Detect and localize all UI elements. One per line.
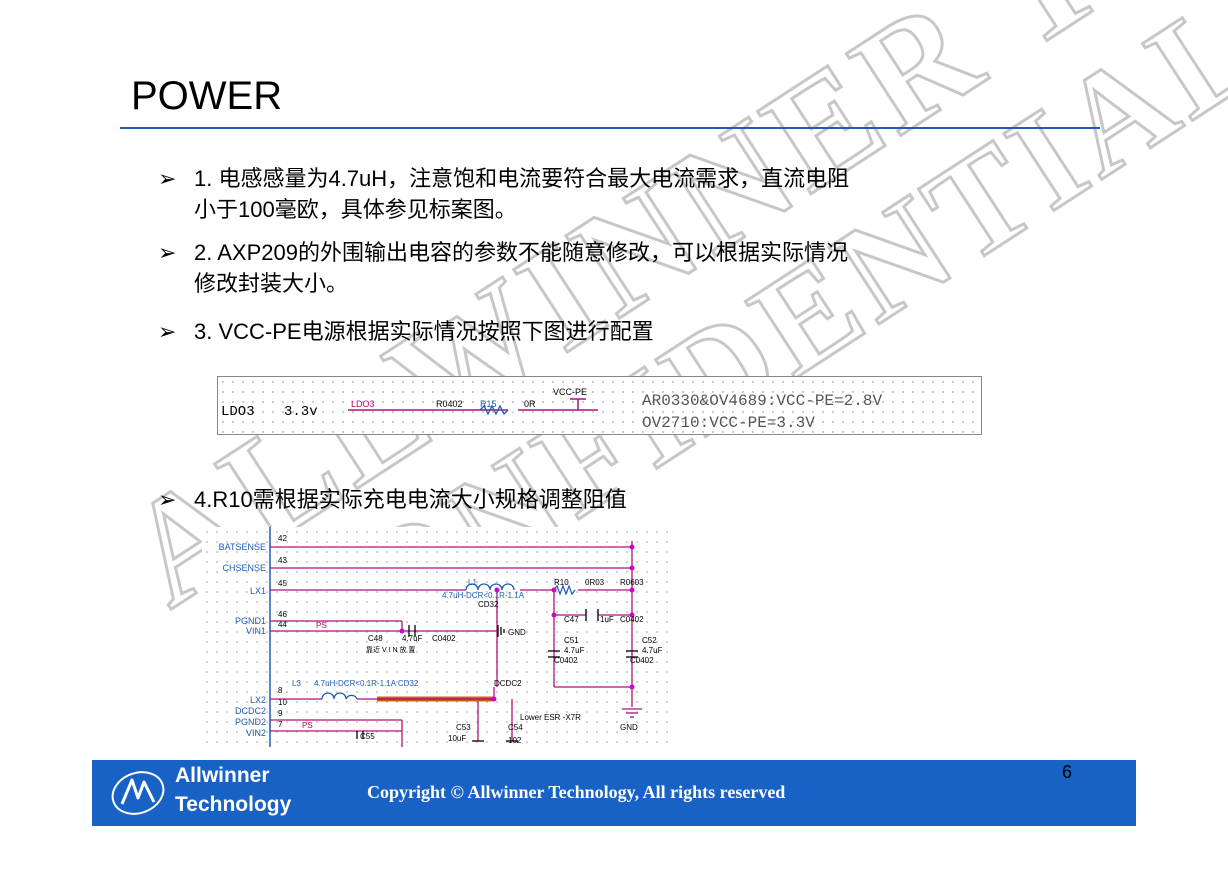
pin-num: 10 (278, 698, 287, 707)
l3-ref: L3 (292, 679, 301, 688)
c52-package: C0402 (630, 656, 654, 665)
bullet-3: ➢ 3. VCC-PE电源根据实际情况按照下图进行配置 (158, 316, 1078, 347)
pin-lx1: LX1 (250, 586, 266, 596)
config-note-1: AR0330&OV4689:VCC-PE=2.8V (642, 392, 882, 410)
c51-package: C0402 (554, 656, 578, 665)
lower-esr-note: Lower ESR -X7R (520, 713, 581, 722)
dcdc-schematic: BATSENSE CHSENSE LX1 PGND1 VIN1 LX2 DCDC… (202, 527, 668, 747)
pin-num: 46 (278, 610, 287, 619)
c48-value: 4.7uF (402, 634, 423, 643)
page-title: POWER (131, 74, 283, 118)
config-note-2: OV2710:VCC-PE=3.3V (642, 414, 815, 432)
pin-vin1: VIN1 (246, 626, 266, 636)
bullet-1-line-2: 小于100毫欧，具体参见标案图。 (194, 197, 517, 222)
arrow-bullet-icon: ➢ (158, 166, 177, 191)
c47-package: C0402 (620, 615, 644, 624)
gnd-label-2: GND (620, 723, 638, 732)
copyright-text: Copyright © Allwinner Technology, All ri… (367, 782, 786, 802)
bullet-1-line-1: 1. 电感感量为4.7uH，注意饱和电流要符合最大电流需求，直流电阻 (194, 166, 850, 191)
c51-value: 4.7uF (564, 646, 585, 655)
l1-ref: L1 (468, 578, 477, 587)
l3-spec: 4.7uH-DCR<0.1R-1.1A CD32 (314, 679, 419, 688)
c48-package: C0402 (432, 634, 456, 643)
c52-ref: C52 (642, 636, 657, 645)
c53-value: 10uF (448, 734, 466, 743)
c53-ref: C53 (456, 723, 471, 732)
c51-ref: C51 (564, 636, 579, 645)
c54-ref: C54 (508, 723, 523, 732)
allwinner-logo-icon (111, 771, 165, 815)
arrow-bullet-icon: ➢ (158, 240, 177, 265)
ldo3-label: LDO3 (221, 404, 255, 420)
c47-value: 1uF (600, 615, 614, 624)
pin-lx2: LX2 (250, 695, 266, 705)
c54-value: 102 (508, 736, 522, 745)
footer-bar (92, 760, 1136, 826)
pin-num: 45 (278, 579, 287, 588)
c52-value: 4.7uF (642, 646, 663, 655)
arrow-bullet-icon: ➢ (158, 487, 177, 512)
pin-dcdc2: DCDC2 (235, 706, 266, 716)
r15-package: R0402 (436, 399, 463, 409)
ldo3-net: LDO3 (351, 399, 375, 409)
l1-spec: 4.7uH-DCR<0.1R-1.1A (442, 591, 525, 600)
brand-name-line-2: Technology (175, 793, 292, 816)
dcdc2-net: DCDC2 (494, 679, 522, 688)
pin-pgnd1: PGND1 (235, 616, 266, 626)
brand-name-line-1: Allwinner (175, 764, 270, 787)
pin-num: 44 (278, 620, 287, 629)
bullet-4: ➢ 4.R10需根据实际充电电流大小规格调整阻值 (158, 484, 1078, 515)
pin-num: 7 (278, 720, 283, 729)
c47-ref: C47 (564, 615, 579, 624)
c48-note: 靠近 V I N 放 置 (366, 645, 415, 654)
bullet-2-line-1: 2. AXP209的外围输出电容的参数不能随意修改，可以根据实际情况 (194, 240, 848, 265)
pin-num: 43 (278, 556, 287, 565)
c48-ref: C48 (368, 634, 383, 643)
page-number: 6 (1062, 762, 1073, 782)
r10-ref: R10 (554, 578, 569, 587)
c55-ref: C55 (360, 732, 375, 741)
title-divider (120, 127, 1100, 129)
l1-package: CD32 (478, 600, 499, 609)
pin-num: 9 (278, 709, 283, 718)
arrow-bullet-icon: ➢ (158, 319, 177, 344)
ps-net-2: PS (302, 721, 313, 730)
bullet-2-line-2: 修改封装大小。 (194, 271, 349, 296)
bullet-3-line-1: 3. VCC-PE电源根据实际情况按照下图进行配置 (194, 319, 654, 344)
pin-num: 42 (278, 534, 287, 543)
r10-value: 0R03 (585, 578, 605, 587)
r10-package: R0603 (620, 578, 644, 587)
gnd-label-1: GND (508, 628, 526, 637)
pin-pgnd2: PGND2 (235, 717, 266, 727)
bullet-2: ➢ 2. AXP209的外围输出电容的参数不能随意修改，可以根据实际情况 修改封… (158, 237, 1078, 299)
r15-ref: R15 (480, 399, 497, 409)
bullet-4-line-1: 4.R10需根据实际充电电流大小规格调整阻值 (194, 487, 627, 512)
pin-batsense: BATSENSE (219, 542, 266, 552)
voltage-label: 3.3v (284, 404, 318, 420)
ps-net-1: PS (316, 621, 327, 630)
pin-vin2: VIN2 (246, 728, 266, 738)
pin-num: 8 (278, 686, 283, 695)
vcc-pe-label: VCC-PE (553, 387, 587, 397)
vcc-pe-schematic: LDO3 3.3v LDO3 R0402 R15 0R VCC-PE AR033… (217, 376, 982, 435)
r15-value: 0R (524, 399, 536, 409)
pin-chsense: CHSENSE (222, 563, 266, 573)
bullet-1: ➢ 1. 电感感量为4.7uH，注意饱和电流要符合最大电流需求，直流电阻 小于1… (158, 163, 1078, 225)
